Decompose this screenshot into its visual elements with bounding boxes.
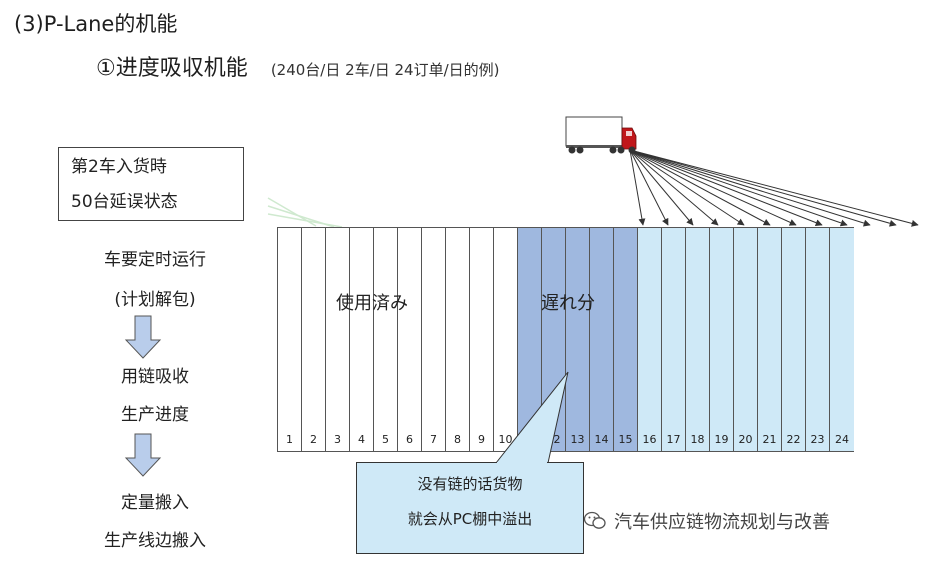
watermark: 汽车供应链物流规划与改善: [583, 508, 830, 534]
delivery-arrow: [629, 149, 871, 227]
slot-17: 17: [662, 228, 686, 451]
slot-number: 6: [406, 433, 413, 446]
slot-number: 15: [618, 433, 633, 446]
delivery-arrow: [629, 149, 694, 226]
callout-line2: 就会从PC棚中溢出: [407, 510, 533, 528]
slot-22: 22: [782, 228, 806, 451]
slot-number: 5: [382, 433, 389, 446]
slot-10: 10: [494, 228, 518, 451]
slot-number: 14: [594, 433, 609, 446]
delivery-arrow: [629, 149, 897, 227]
delivery-arrow: [629, 149, 646, 226]
subtitle-note: (240台/日 2车/日 24订单/日的例): [270, 61, 500, 79]
slot-7: 7: [422, 228, 446, 451]
delivery-arrow: [629, 149, 848, 227]
slot-5: 5: [374, 228, 398, 451]
slot-19: 19: [710, 228, 734, 451]
status-box-line2: 50台延误状态: [71, 192, 178, 212]
slot-number: 9: [478, 433, 485, 446]
slot-number: 18: [690, 433, 705, 446]
slot-21: 21: [758, 228, 782, 451]
truck-icon: [565, 116, 637, 154]
section-title: (3)P-Lane的机能: [14, 12, 178, 36]
delivery-arrow: [629, 149, 745, 226]
delivery-arrows: [629, 149, 919, 227]
watermark-text: 汽车供应链物流规划与改善: [614, 512, 830, 533]
slot-23: 23: [806, 228, 830, 451]
subtitle-main: ①进度吸収机能: [96, 56, 248, 81]
slot-2: 2: [302, 228, 326, 451]
slot-number: 21: [762, 433, 777, 446]
slot-number: 17: [666, 433, 681, 446]
callout-line1: 没有链的话货物: [417, 475, 523, 493]
zone-delayed-label: 遅れ分: [541, 293, 595, 314]
slot-number: 7: [430, 433, 437, 446]
subtitle: ①进度吸収机能 (240台/日 2车/日 24订单/日的例): [96, 50, 500, 82]
slot-number: 13: [570, 433, 585, 446]
slot-number: 2: [310, 433, 317, 446]
step2-line1: 用链吸收: [121, 367, 189, 387]
slot-number: 16: [642, 433, 657, 446]
slot-16: 16: [638, 228, 662, 451]
down-arrow-icon: [124, 433, 162, 477]
slot-4: 4: [350, 228, 374, 451]
wechat-icon: [583, 511, 606, 529]
slot-3: 3: [326, 228, 350, 451]
slot-15: 15: [614, 228, 638, 451]
zone-used-label: 使用済み: [336, 293, 408, 314]
slot-1: 1: [278, 228, 302, 451]
slot-13: 13: [566, 228, 590, 451]
status-box: 第2车入货時 50台延误状态: [58, 147, 244, 221]
slot-number: 22: [786, 433, 801, 446]
delivery-arrow: [629, 149, 771, 226]
step3-line2: 生产线边搬入: [104, 531, 206, 551]
step1-line2: (计划解包): [114, 290, 196, 310]
slot-8: 8: [446, 228, 470, 451]
slot-number: 10: [498, 433, 513, 446]
delivery-arrow: [629, 149, 797, 226]
callout-box: 没有链的话货物 就会从PC棚中溢出: [356, 462, 584, 554]
slot-20: 20: [734, 228, 758, 451]
delivery-arrow: [629, 149, 719, 226]
slot-6: 6: [398, 228, 422, 451]
down-arrow-icon: [124, 315, 162, 359]
slot-number: 3: [334, 433, 341, 446]
slot-14: 14: [590, 228, 614, 451]
slot-number: 23: [810, 433, 825, 446]
slot-number: 20: [738, 433, 753, 446]
delivery-arrow: [629, 149, 823, 226]
slot-number: 1: [286, 433, 293, 446]
slot-number: 24: [835, 433, 849, 446]
step2-line2: 生产进度: [121, 405, 189, 425]
step3-line1: 定量搬入: [121, 493, 189, 513]
slot-9: 9: [470, 228, 494, 451]
delivery-arrow: [629, 149, 669, 226]
slot-24: 24: [830, 228, 854, 451]
delivery-arrow: [629, 149, 919, 227]
status-box-line1: 第2车入货時: [71, 157, 167, 177]
slot-number: 19: [714, 433, 729, 446]
slot-18: 18: [686, 228, 710, 451]
slot-number: 8: [454, 433, 461, 446]
slot-number: 4: [358, 433, 365, 446]
step1-line1: 车要定时运行: [104, 250, 206, 270]
